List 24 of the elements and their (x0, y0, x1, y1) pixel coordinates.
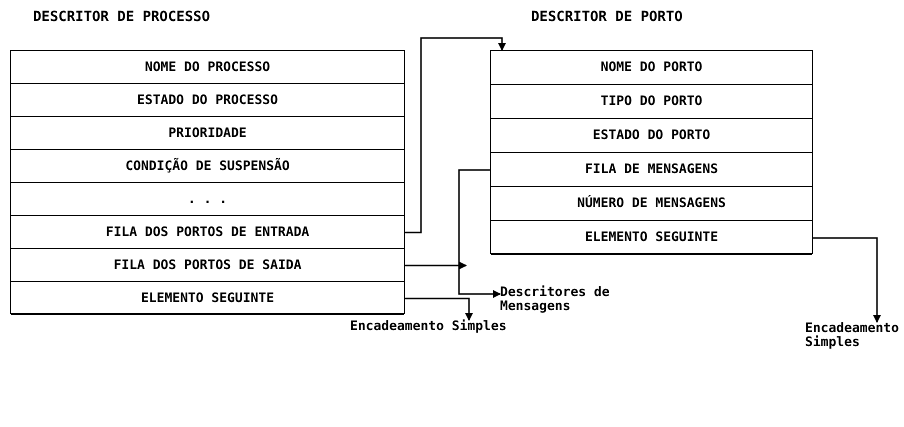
field-row: NOME DO PORTO (491, 51, 812, 85)
field-row: CONDIÇÃO DE SUSPENSÃO (11, 150, 404, 183)
arrow (812, 237, 881, 323)
arrow (404, 37, 506, 234)
arrow (458, 169, 501, 298)
arrow (404, 298, 473, 321)
arrow (404, 262, 467, 270)
field-row: FILA DOS PORTOS DE ENTRADA (11, 216, 404, 249)
field-row: NOME DO PROCESSO (11, 51, 404, 84)
table-heading: DESCRITOR DE PROCESSO (33, 9, 210, 25)
note-text: Descritores de Mensagens (500, 286, 650, 314)
field-row: ELEMENTO SEGUINTE (491, 221, 812, 255)
field-row: ESTADO DO PROCESSO (11, 84, 404, 117)
field-row: ESTADO DO PORTO (491, 119, 812, 153)
field-row: FILA DE MENSAGENS (491, 153, 812, 187)
field-row: . . . (11, 183, 404, 216)
field-row: TIPO DO PORTO (491, 85, 812, 119)
field-row: FILA DOS PORTOS DE SAIDA (11, 249, 404, 282)
table-heading: DESCRITOR DE PORTO (531, 9, 683, 25)
field-row: ELEMENTO SEGUINTE (11, 282, 404, 315)
field-row: NÚMERO DE MENSAGENS (491, 187, 812, 221)
note-text: Encadeamento Simples (350, 320, 550, 334)
note-text: Encadeamento Simples (805, 322, 900, 350)
field-row: PRIORIDADE (11, 117, 404, 150)
